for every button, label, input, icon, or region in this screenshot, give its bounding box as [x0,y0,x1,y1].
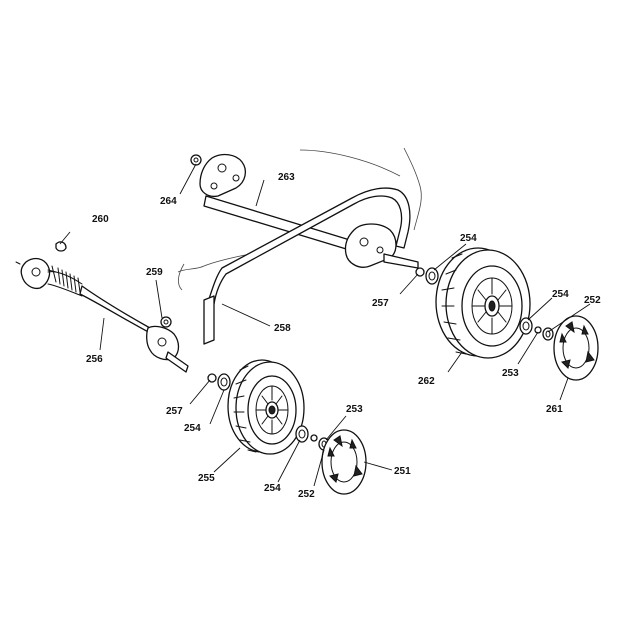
bearing-254-rear-inner [425,267,439,285]
callout-255: 255 [198,473,215,484]
bearing-254-front-outer [295,425,309,443]
callout-253-rear: 253 [502,368,519,379]
clip-260 [55,241,67,252]
callout-252-front: 252 [298,489,315,500]
nut-264 [190,154,202,166]
callout-254-front-outer: 254 [264,483,281,494]
callout-254-rear-inner: 254 [460,233,477,244]
washer-252-rear [542,327,554,341]
callout-258: 258 [274,323,291,334]
callout-257-front: 257 [166,406,183,417]
washer-252-front [310,434,318,442]
hubcap-261 [553,315,599,381]
leader-lines [59,163,591,487]
callout-262: 262 [418,376,435,387]
callout-254-front-inner: 254 [184,423,201,434]
callout-261: 261 [546,404,563,415]
bearing-254-front-inner [217,373,231,391]
axle-bracket-right [344,223,419,269]
front-wheel-255 [227,359,305,455]
axle-bracket-left [199,153,247,198]
rear-wheel-262 [435,247,531,359]
callout-labels: 264 263 260 259 258 256 257 254 262 254 … [86,172,601,500]
hubcap-251 [321,429,367,495]
callout-264: 264 [160,196,177,207]
front-axle-spring [15,257,189,373]
callout-263: 263 [278,172,295,183]
callout-257-rear: 257 [372,298,389,309]
callout-251: 251 [394,466,411,477]
callout-253-front: 253 [346,404,363,415]
nut-259 [160,316,172,328]
callout-256: 256 [86,354,103,365]
nut-253-rear [534,326,542,334]
callout-259: 259 [146,267,163,278]
callout-252-rear: 252 [584,295,601,306]
callout-260: 260 [92,214,109,225]
bearing-254-rear-outer [519,317,533,335]
callout-254-rear-outer: 254 [552,289,569,300]
mower-body-outline [177,147,422,291]
